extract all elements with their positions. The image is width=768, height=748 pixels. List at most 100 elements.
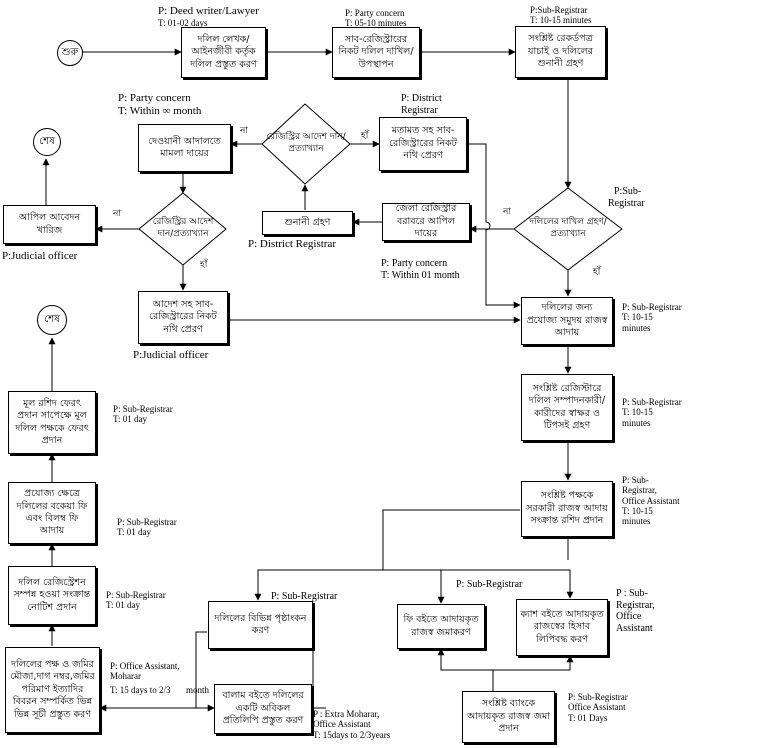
- note-line: T: Within ∞ month: [118, 104, 202, 117]
- appeal-rejected-text: আপিল আবেদন খারিজ: [18, 212, 81, 236]
- note-line: Registrar: [401, 104, 438, 116]
- note-line: P:Judicial officer: [133, 349, 209, 361]
- deed-return-box: মূল রশিদ ফেরৎ প্রদান সাপেক্ষে মূল দলিল প…: [8, 391, 96, 454]
- note-line: P: Party concern: [345, 8, 405, 18]
- decision-accept-reject-text: দলিলের দাখিল গ্রহণ/ প্রত্যাখ্যান: [529, 217, 607, 239]
- note-line: P:Sub-Registrar: [530, 5, 588, 15]
- note-line: Registrar,: [616, 599, 655, 611]
- note-line: P: Sub-Registrar: [622, 302, 682, 312]
- appeal-district-text: জেলা রেজিস্ট্রার বরাবরে আপিল দায়ের: [395, 203, 457, 240]
- bank-deposit-box: সংশ্লিষ্ট ব্যাংকে আদায়কৃত রাজস্ব জমা প্…: [462, 691, 555, 743]
- label-d1-no: না: [503, 207, 511, 217]
- note-line: Office Assistant: [622, 495, 680, 506]
- index-preparation-box: দলিলের পক্ষ ও জমির মৌজা,দাগ নম্বর,জমির প…: [5, 647, 100, 733]
- deed-submission-box: সাব-রেজিস্ট্রারের নিকট দলিল দাখিল/ উপস্থ…: [332, 27, 420, 78]
- edge-split-b13: [254, 569, 383, 601]
- deed-return-text: মূল রশিদ ফেরৎ প্রদান সাপেক্ষে মূল দলিল প…: [15, 397, 89, 446]
- edge-to-b14: [437, 648, 493, 671]
- note-line: P: District Registrar: [248, 238, 336, 250]
- label-d1-yes: হাঁ: [593, 267, 601, 277]
- note-line: P: Sub-Registrar: [117, 517, 177, 527]
- edge-split-b15: [441, 569, 574, 599]
- edge-b12-split: [382, 509, 520, 570]
- note-office-assistant: P: Office Assistant, Moharar: [110, 661, 180, 682]
- order-file-text: আদেশ সহ সাব-রেজিস্ট্রারের নিকট নথি প্রের…: [149, 298, 217, 335]
- note-line: month: [186, 685, 210, 695]
- note-sub-registrar-7: P : Sub- Registrar, Office Assistant: [616, 588, 655, 634]
- start-node: শুরু: [57, 40, 83, 66]
- end-node-2: শেষ: [37, 305, 67, 335]
- index-preparation-text: দলিলের পক্ষ ও জমির মৌজা,দাগ নম্বর,জমির প…: [10, 659, 95, 720]
- note-line: T: 01 day: [117, 527, 152, 538]
- note-line: P: Sub-Registrar: [456, 579, 523, 590]
- due-fee-box: প্রযোজ্য ক্ষেত্রে দলিলের বকেয়া ফি এবং ব…: [8, 482, 96, 544]
- note-party-concern-3: P: Party concern T: Within 01 month: [381, 258, 460, 281]
- note-line: P : Sub-: [616, 588, 648, 599]
- hearing-box: শুনানী গ্রহণ: [262, 211, 353, 235]
- note-line: P: Deed writer/Lawyer: [158, 5, 259, 17]
- page-endorsement-box: দলিলের বিভিন্ন পৃষ্ঠাংকন করণ: [208, 601, 313, 649]
- note-line: Assistant: [616, 622, 653, 634]
- decision-court-order-text: রেজিস্ট্রির আদেশ দান/প্রত্যাখ্যান: [152, 217, 214, 239]
- note-office-assistant-time: T: 15 days to 2/3: [110, 685, 171, 695]
- note-line: P:Judicial officer: [2, 250, 78, 262]
- fee-book-text: ফি বইতে আদায়কৃত রাজস্ব জমাকরণ: [403, 614, 479, 638]
- revenue-collection-text: দলিলের জন্য প্রযোজ্য সমুদয় রাজস্ব আদায়: [526, 302, 608, 339]
- cash-book-box: ক্যাশ বইতে আদায়কৃত রাজস্বের হিসাব লিপিব…: [516, 599, 608, 656]
- note-district-registrar-1: P: District Registrar: [401, 93, 442, 116]
- note-line: Office Assistant: [313, 719, 371, 730]
- note-line: T: 01 day: [106, 600, 141, 611]
- note-extra-moharar: P : Extra Moharar, Office Assistant T: 1…: [313, 709, 390, 740]
- note-line: P: Sub-Registrar: [113, 404, 173, 414]
- deed-preparation-box: দলিল লেখক/ আইনজীবী কর্তৃক দলিল প্রস্তুত …: [181, 27, 266, 78]
- note-line: minutes: [622, 417, 651, 428]
- note-line: minutes: [622, 322, 651, 333]
- note-sub-registrar-5: P: Sub-Registrar: [271, 591, 337, 603]
- civil-suit-box: দেওয়ানী আদালতে মামলা দায়ের: [138, 124, 231, 172]
- note-party-concern-1: P: Party concern T: 05-10 minutes: [345, 8, 407, 29]
- label-d2-no: না: [240, 126, 248, 136]
- note-line: T: 10-15: [622, 312, 653, 323]
- page-endorsement-text: দলিলের বিভিন্ন পৃষ্ঠাংকন করণ: [214, 612, 307, 636]
- signature-register-text: সংশ্লিষ্ট রেজিস্টারে দলিল সম্পাদনকারী/ ক…: [528, 382, 606, 431]
- note-sub-registrar-4: P: Sub- Registrar, Office Assistant T: 1…: [622, 475, 680, 527]
- note-sub-registrar-2: P: Sub-Registrar T: 10-15 minutes: [622, 302, 682, 333]
- note-line: T: Within 01 month: [381, 269, 460, 281]
- decision-district-order-text: রেজিস্ট্রির আদেশ দান/প্রত্যাখ্যান: [266, 132, 346, 154]
- appeal-district-box: জেলা রেজিস্ট্রার বরাবরে আপিল দায়ের: [382, 203, 470, 241]
- note-line: T: 10-15: [622, 407, 653, 418]
- note-decision-sub-registrar: P:Sub- Registrar: [608, 186, 645, 209]
- registration-notice-box: দলিল রেজিস্ট্রেশন সম্পন্ন হওয়া সংক্রান্…: [8, 566, 96, 625]
- note-line: T: 01-02 days: [158, 17, 208, 28]
- edge-split-b14: [383, 569, 445, 604]
- edge-b6-b10: [467, 143, 521, 309]
- note-line: P: Party concern: [381, 258, 448, 269]
- decision-d2-shape: [261, 103, 351, 185]
- cash-book-text: ক্যাশ বইতে আদায়কৃত রাজস্বের হিসাব লিপিব…: [520, 608, 604, 645]
- note-sub-registrar-9: P: Sub-Registrar T: 01 day: [106, 590, 166, 611]
- end-node-1: শেষ: [33, 128, 61, 156]
- note-line: P: Sub-: [622, 475, 649, 485]
- note-district-registrar-2: P: District Registrar: [248, 238, 336, 251]
- note-line: T: 15 days to 2/3: [110, 685, 171, 695]
- file-with-opinion-box: মতামত সহ সাব-রেজিস্ট্রারের নিকট নথি প্রে…: [379, 117, 467, 171]
- note-line: P: Sub-Registrar: [106, 590, 166, 600]
- label-d3-yes: হাঁ: [200, 260, 208, 270]
- note-line: Moharar: [110, 671, 141, 682]
- file-with-opinion-text: মতামত সহ সাব-রেজিস্ট্রারের নিকট নথি প্রে…: [389, 125, 457, 162]
- record-verification-box: সংশ্লিষ্ট রেকর্ডপত্র যাচাই ও দলিলের শুনা…: [515, 26, 606, 78]
- note-line: P : Extra Moharar,: [313, 709, 380, 719]
- note-line: P: Sub-Registrar: [622, 397, 682, 407]
- note-line: P: Office Assistant,: [110, 661, 180, 671]
- note-line: Office Assistant: [568, 702, 626, 713]
- note-line: P: District: [401, 93, 442, 104]
- appeal-rejected-box: আপিল আবেদন খারিজ: [3, 205, 96, 244]
- note-line: T: 05-10 minutes: [345, 18, 407, 29]
- note-sub-registrar-1: P:Sub-Registrar T: 10-15 minutes: [530, 5, 592, 26]
- note-line: P: Party concern: [118, 92, 191, 104]
- note-line: P: Sub-Registrar: [271, 591, 338, 602]
- note-line: Registrar,: [622, 485, 657, 496]
- fee-book-box: ফি বইতে আদায়কৃত রাজস্ব জমাকরণ: [397, 604, 485, 649]
- note-line: minutes: [622, 516, 651, 527]
